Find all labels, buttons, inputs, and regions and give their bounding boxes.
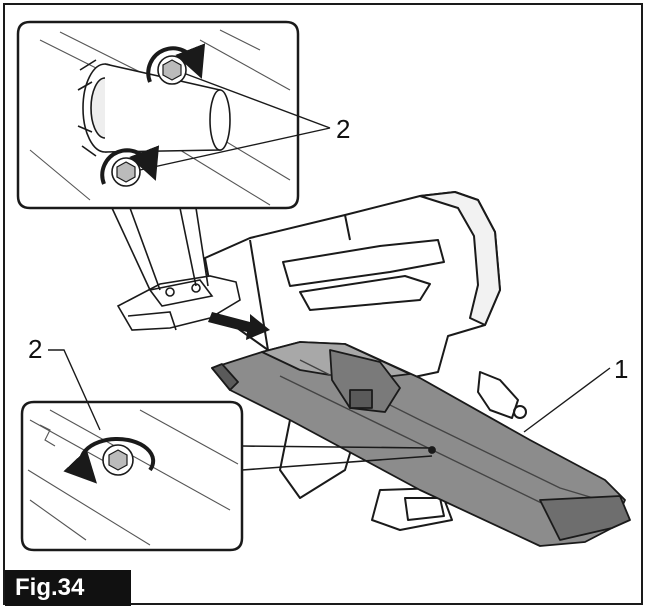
lower-inset-connectors <box>241 445 433 471</box>
upper-nut <box>146 43 206 85</box>
magazine-nut <box>63 437 156 484</box>
callout-1: 1 <box>614 354 629 384</box>
callout-2-upper: 2 <box>336 114 351 144</box>
lower-detail-inset <box>20 400 244 552</box>
removal-arrow <box>208 312 270 340</box>
upper-detail-inset <box>16 20 331 210</box>
callout-2-lower: 2 <box>28 334 43 364</box>
magazine <box>211 341 631 547</box>
upper-inset-connectors <box>111 207 209 291</box>
lower-callout-leader <box>48 349 101 431</box>
magazine-leader <box>523 367 611 433</box>
lower-nut <box>100 145 160 187</box>
nose-assembly <box>116 275 241 331</box>
figure-label: Fig.34 <box>5 570 131 606</box>
